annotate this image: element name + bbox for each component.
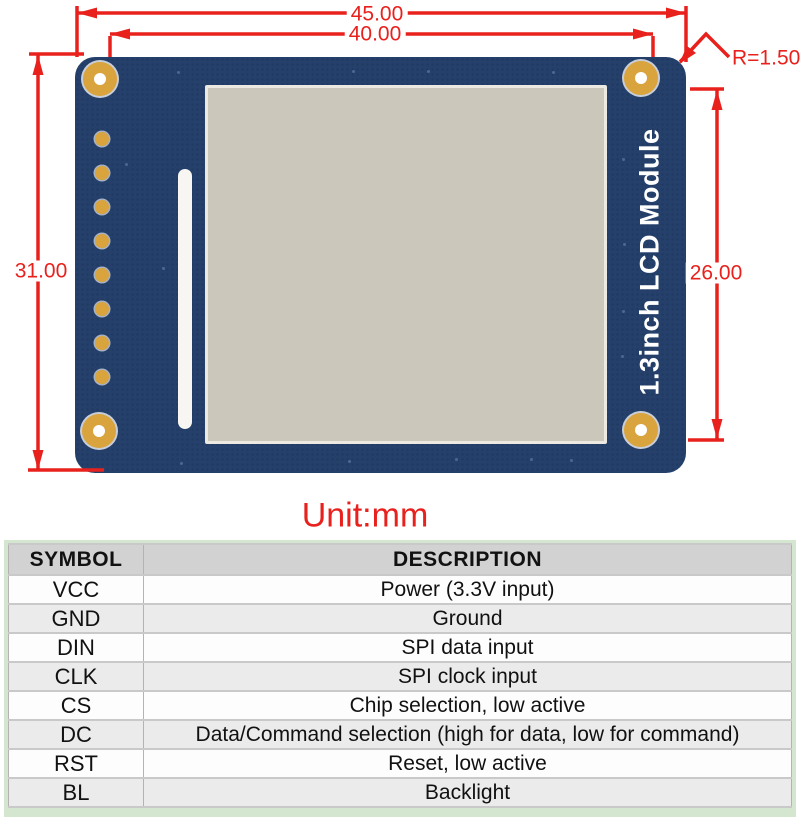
pin-description: SPI clock input: [143, 661, 792, 692]
pin-hole: [95, 336, 109, 350]
table-row: DC Data/Command selection (high for data…: [8, 719, 792, 750]
pinout-table: SYMBOL DESCRIPTION VCC Power (3.3V input…: [8, 543, 792, 808]
pin-description: SPI data input: [143, 632, 792, 663]
via-dot: [623, 243, 626, 246]
mounting-hole-bottom-right: [624, 413, 658, 447]
table-row: CS Chip selection, low active: [8, 690, 792, 721]
unit-label: Unit:mm: [301, 496, 429, 535]
table-row: GND Ground: [8, 603, 792, 634]
pin-description: Reset, low active: [143, 748, 792, 779]
pin-symbol: RST: [8, 748, 144, 779]
dim-height-left: 31.00: [10, 260, 72, 282]
via-dot: [125, 163, 128, 166]
pin-description: Chip selection, low active: [143, 690, 792, 721]
pin-description: Ground: [143, 603, 792, 634]
dimension-diagram: 1.3inch LCD Module: [10, 3, 800, 535]
mounting-hole-top-right: [624, 61, 658, 95]
via-dot: [352, 70, 355, 73]
pin-symbol: VCC: [8, 574, 144, 605]
pin-hole: [95, 132, 109, 146]
pin-description: Power (3.3V input): [143, 574, 792, 605]
pin-symbol: DC: [8, 719, 144, 750]
via-dot: [455, 458, 458, 461]
pin-hole: [95, 370, 109, 384]
pin-hole: [95, 268, 109, 282]
pin-hole: [95, 166, 109, 180]
via-dot: [348, 460, 351, 463]
pin-symbol: BL: [8, 777, 144, 808]
via-dot: [530, 458, 533, 461]
pin-hole: [95, 200, 109, 214]
dim-width-inner: 40.00: [344, 23, 406, 45]
dim-width-outer: 45.00: [346, 3, 408, 25]
lcd-screen: [205, 85, 607, 444]
via-dot: [177, 71, 180, 74]
pin-hole: [95, 302, 109, 316]
via-dot: [570, 459, 573, 462]
pin-symbol: DIN: [8, 632, 144, 663]
via-dot: [180, 462, 183, 465]
table-header-row: SYMBOL DESCRIPTION: [8, 543, 792, 576]
table-row: DIN SPI data input: [8, 632, 792, 663]
pin-hole: [95, 234, 109, 248]
table-row: CLK SPI clock input: [8, 661, 792, 692]
via-dot: [622, 158, 625, 161]
pin-description: Data/Command selection (high for data, l…: [143, 719, 792, 750]
dim-height-right: 26.00: [685, 262, 747, 284]
column-header-description: DESCRIPTION: [143, 543, 792, 576]
dimension-lines: [28, 6, 731, 472]
via-dot: [552, 71, 555, 74]
pin-symbol: CLK: [8, 661, 144, 692]
pin-symbol: CS: [8, 690, 144, 721]
via-dot: [427, 70, 430, 73]
mounting-hole-top-left: [83, 62, 117, 96]
pin-symbol: GND: [8, 603, 144, 634]
dim-corner-radius: R=1.50: [732, 46, 800, 70]
pcb-board: 1.3inch LCD Module: [75, 57, 686, 473]
via-dot: [162, 267, 165, 270]
table-row: RST Reset, low active: [8, 748, 792, 779]
pinout-table-wrap: SYMBOL DESCRIPTION VCC Power (3.3V input…: [4, 540, 796, 817]
column-header-symbol: SYMBOL: [8, 543, 144, 576]
fpc-slot: [178, 169, 192, 429]
via-dot: [622, 310, 625, 313]
table-row: VCC Power (3.3V input): [8, 574, 792, 605]
mounting-hole-bottom-left: [82, 414, 116, 448]
table-row: BL Backlight: [8, 777, 792, 808]
pin-description: Backlight: [143, 777, 792, 808]
via-dot: [621, 355, 624, 358]
